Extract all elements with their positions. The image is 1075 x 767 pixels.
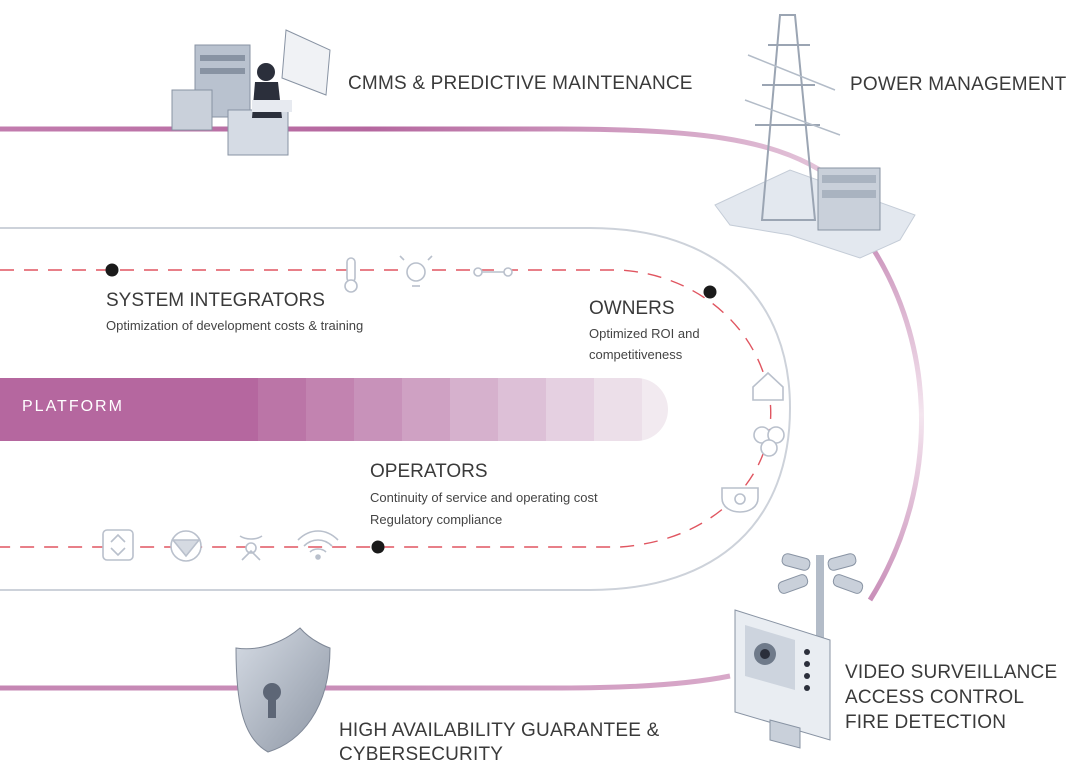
video-label-2: ACCESS CONTROL (845, 687, 1025, 708)
wifi-icon (297, 530, 339, 560)
platform-segment (498, 378, 546, 441)
video-label-1: VIDEO SURVEILLANCE (845, 662, 1058, 683)
operators-desc-2: Regulatory compliance (370, 512, 503, 527)
shield-icon (235, 627, 331, 753)
power-illustration (714, 14, 916, 259)
platform-segment (306, 378, 354, 441)
power-label: POWER MANAGEMENT (850, 74, 1067, 95)
dashed-path (0, 269, 772, 548)
cmms-illustration (171, 29, 331, 156)
operators-marker (371, 540, 385, 554)
operators-desc-1: Continuity of service and operating cost (370, 490, 598, 505)
wave-sensor-icon (239, 535, 263, 561)
platform-segment (594, 378, 642, 441)
platform-segment (402, 378, 450, 441)
home-icon (752, 371, 784, 401)
platform-segment (354, 378, 402, 441)
owners-marker (703, 285, 717, 299)
operators-title: OPERATORS (370, 461, 488, 482)
platform-segment (546, 378, 594, 441)
droplets-icon (753, 426, 785, 457)
cyber-label-2: CYBERSECURITY (339, 744, 504, 765)
owners-desc-2: competitiveness (589, 347, 683, 362)
integrators-title: SYSTEM INTEGRATORS (106, 290, 325, 311)
key-icon (473, 267, 513, 277)
owners-desc-1: Optimized ROI and (589, 326, 700, 341)
inner-track (0, 227, 792, 591)
platform-label: PLATFORM (22, 398, 124, 415)
lightbulb-icon (399, 255, 433, 287)
thermometer-icon (344, 257, 358, 293)
cmms-label: CMMS & PREDICTIVE MAINTENANCE (348, 73, 693, 94)
platform-segment (258, 378, 306, 441)
platform-segment (0, 378, 258, 441)
elevator-icon (102, 529, 134, 561)
platform-segment (450, 378, 498, 441)
outer-track (0, 126, 924, 691)
cyber-label-1: HIGH AVAILABILITY GUARANTEE & (339, 720, 660, 741)
platform-bar (0, 378, 668, 441)
gauge-icon (170, 530, 202, 562)
integrators-desc: Optimization of development costs & trai… (106, 318, 364, 333)
camera-icon (721, 487, 759, 513)
video-illustration (734, 553, 864, 749)
integrators-marker (105, 263, 119, 277)
video-label-3: FIRE DETECTION (845, 712, 1007, 733)
owners-title: OWNERS (589, 298, 675, 319)
